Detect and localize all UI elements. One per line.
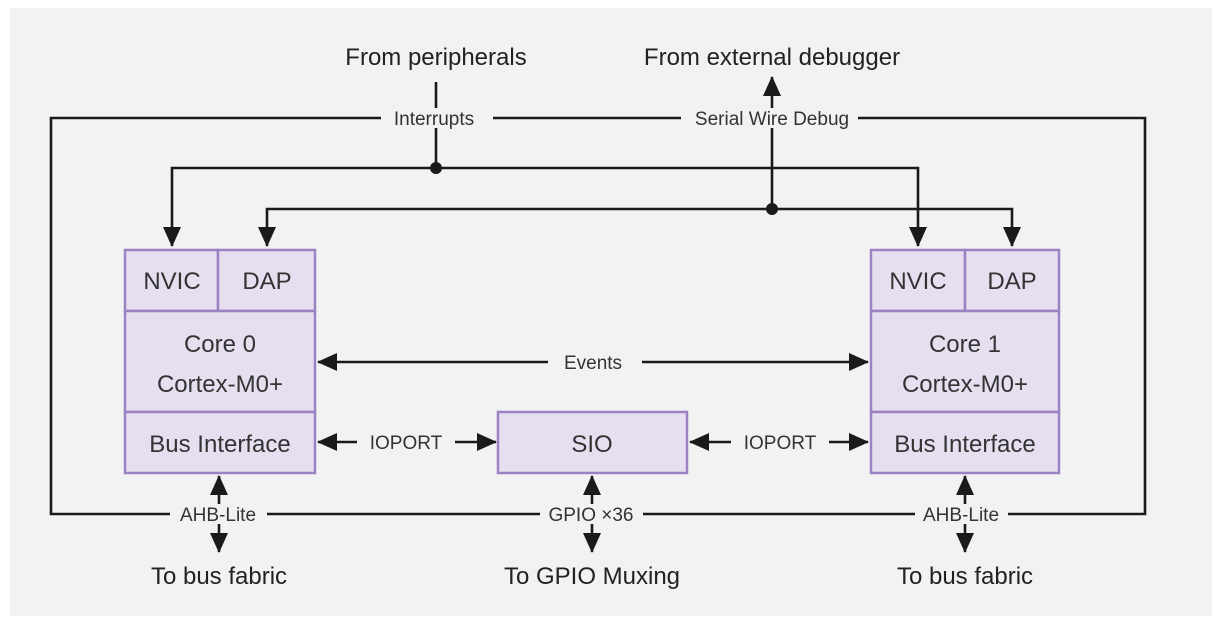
core1-nvic-box <box>869 248 967 313</box>
interrupts-label: Interrupts <box>394 109 474 130</box>
core1-block: NVIC DAP Core 1 Cortex-M0+ Bus Interface <box>869 248 1061 475</box>
sio-label: SIO <box>571 431 612 458</box>
core1-bus-interface-label: Bus Interface <box>894 431 1035 458</box>
core1-cpu-label: Cortex-M0+ <box>902 371 1028 398</box>
core1-bus-interface-box <box>869 410 1061 475</box>
core1-nvic-label: NVIC <box>889 268 946 295</box>
core1-name-label: Core 1 <box>929 331 1001 358</box>
core0-bus-interface-label: Bus Interface <box>149 431 290 458</box>
to-gpio-muxing-label: To GPIO Muxing <box>504 563 680 590</box>
core0-nvic-label: NVIC <box>143 268 200 295</box>
outer-loop-wire <box>49 116 1147 516</box>
to-bus-fabric-left-label: To bus fabric <box>151 563 287 590</box>
core1-dap-box <box>963 248 1061 313</box>
from-debugger-label: From external debugger <box>644 44 900 71</box>
sio-block: SIO <box>496 410 689 475</box>
core0-bus-interface-box <box>123 410 317 475</box>
core1-dap-label: DAP <box>987 268 1036 295</box>
serial-wire-debug-label: Serial Wire Debug <box>695 109 849 130</box>
core0-cpu-box <box>123 309 317 414</box>
ahb-lite-left-label: AHB-Lite <box>180 505 256 526</box>
ioport-left-label: IOPORT <box>370 433 443 454</box>
debug-junction-dot <box>766 203 778 215</box>
sio-box <box>496 410 689 475</box>
bus-fabric-arrows <box>210 475 974 553</box>
events-label: Events <box>564 353 622 374</box>
gpio-label: GPIO ×36 <box>548 505 633 526</box>
to-bus-fabric-right-label: To bus fabric <box>897 563 1033 590</box>
interrupt-distribution-wire <box>163 82 927 247</box>
core0-block: NVIC DAP Core 0 Cortex-M0+ Bus Interface <box>123 248 317 475</box>
core0-name-label: Core 0 <box>184 331 256 358</box>
ahb-lite-right-label: AHB-Lite <box>923 505 999 526</box>
from-peripherals-label: From peripherals <box>345 44 526 71</box>
interrupt-junction-dot <box>430 162 442 174</box>
core0-dap-label: DAP <box>242 268 291 295</box>
core0-cpu-label: Cortex-M0+ <box>157 371 283 398</box>
ioport-right-label: IOPORT <box>744 433 817 454</box>
debug-distribution-wire <box>258 76 1021 247</box>
core1-cpu-box <box>869 309 1061 414</box>
